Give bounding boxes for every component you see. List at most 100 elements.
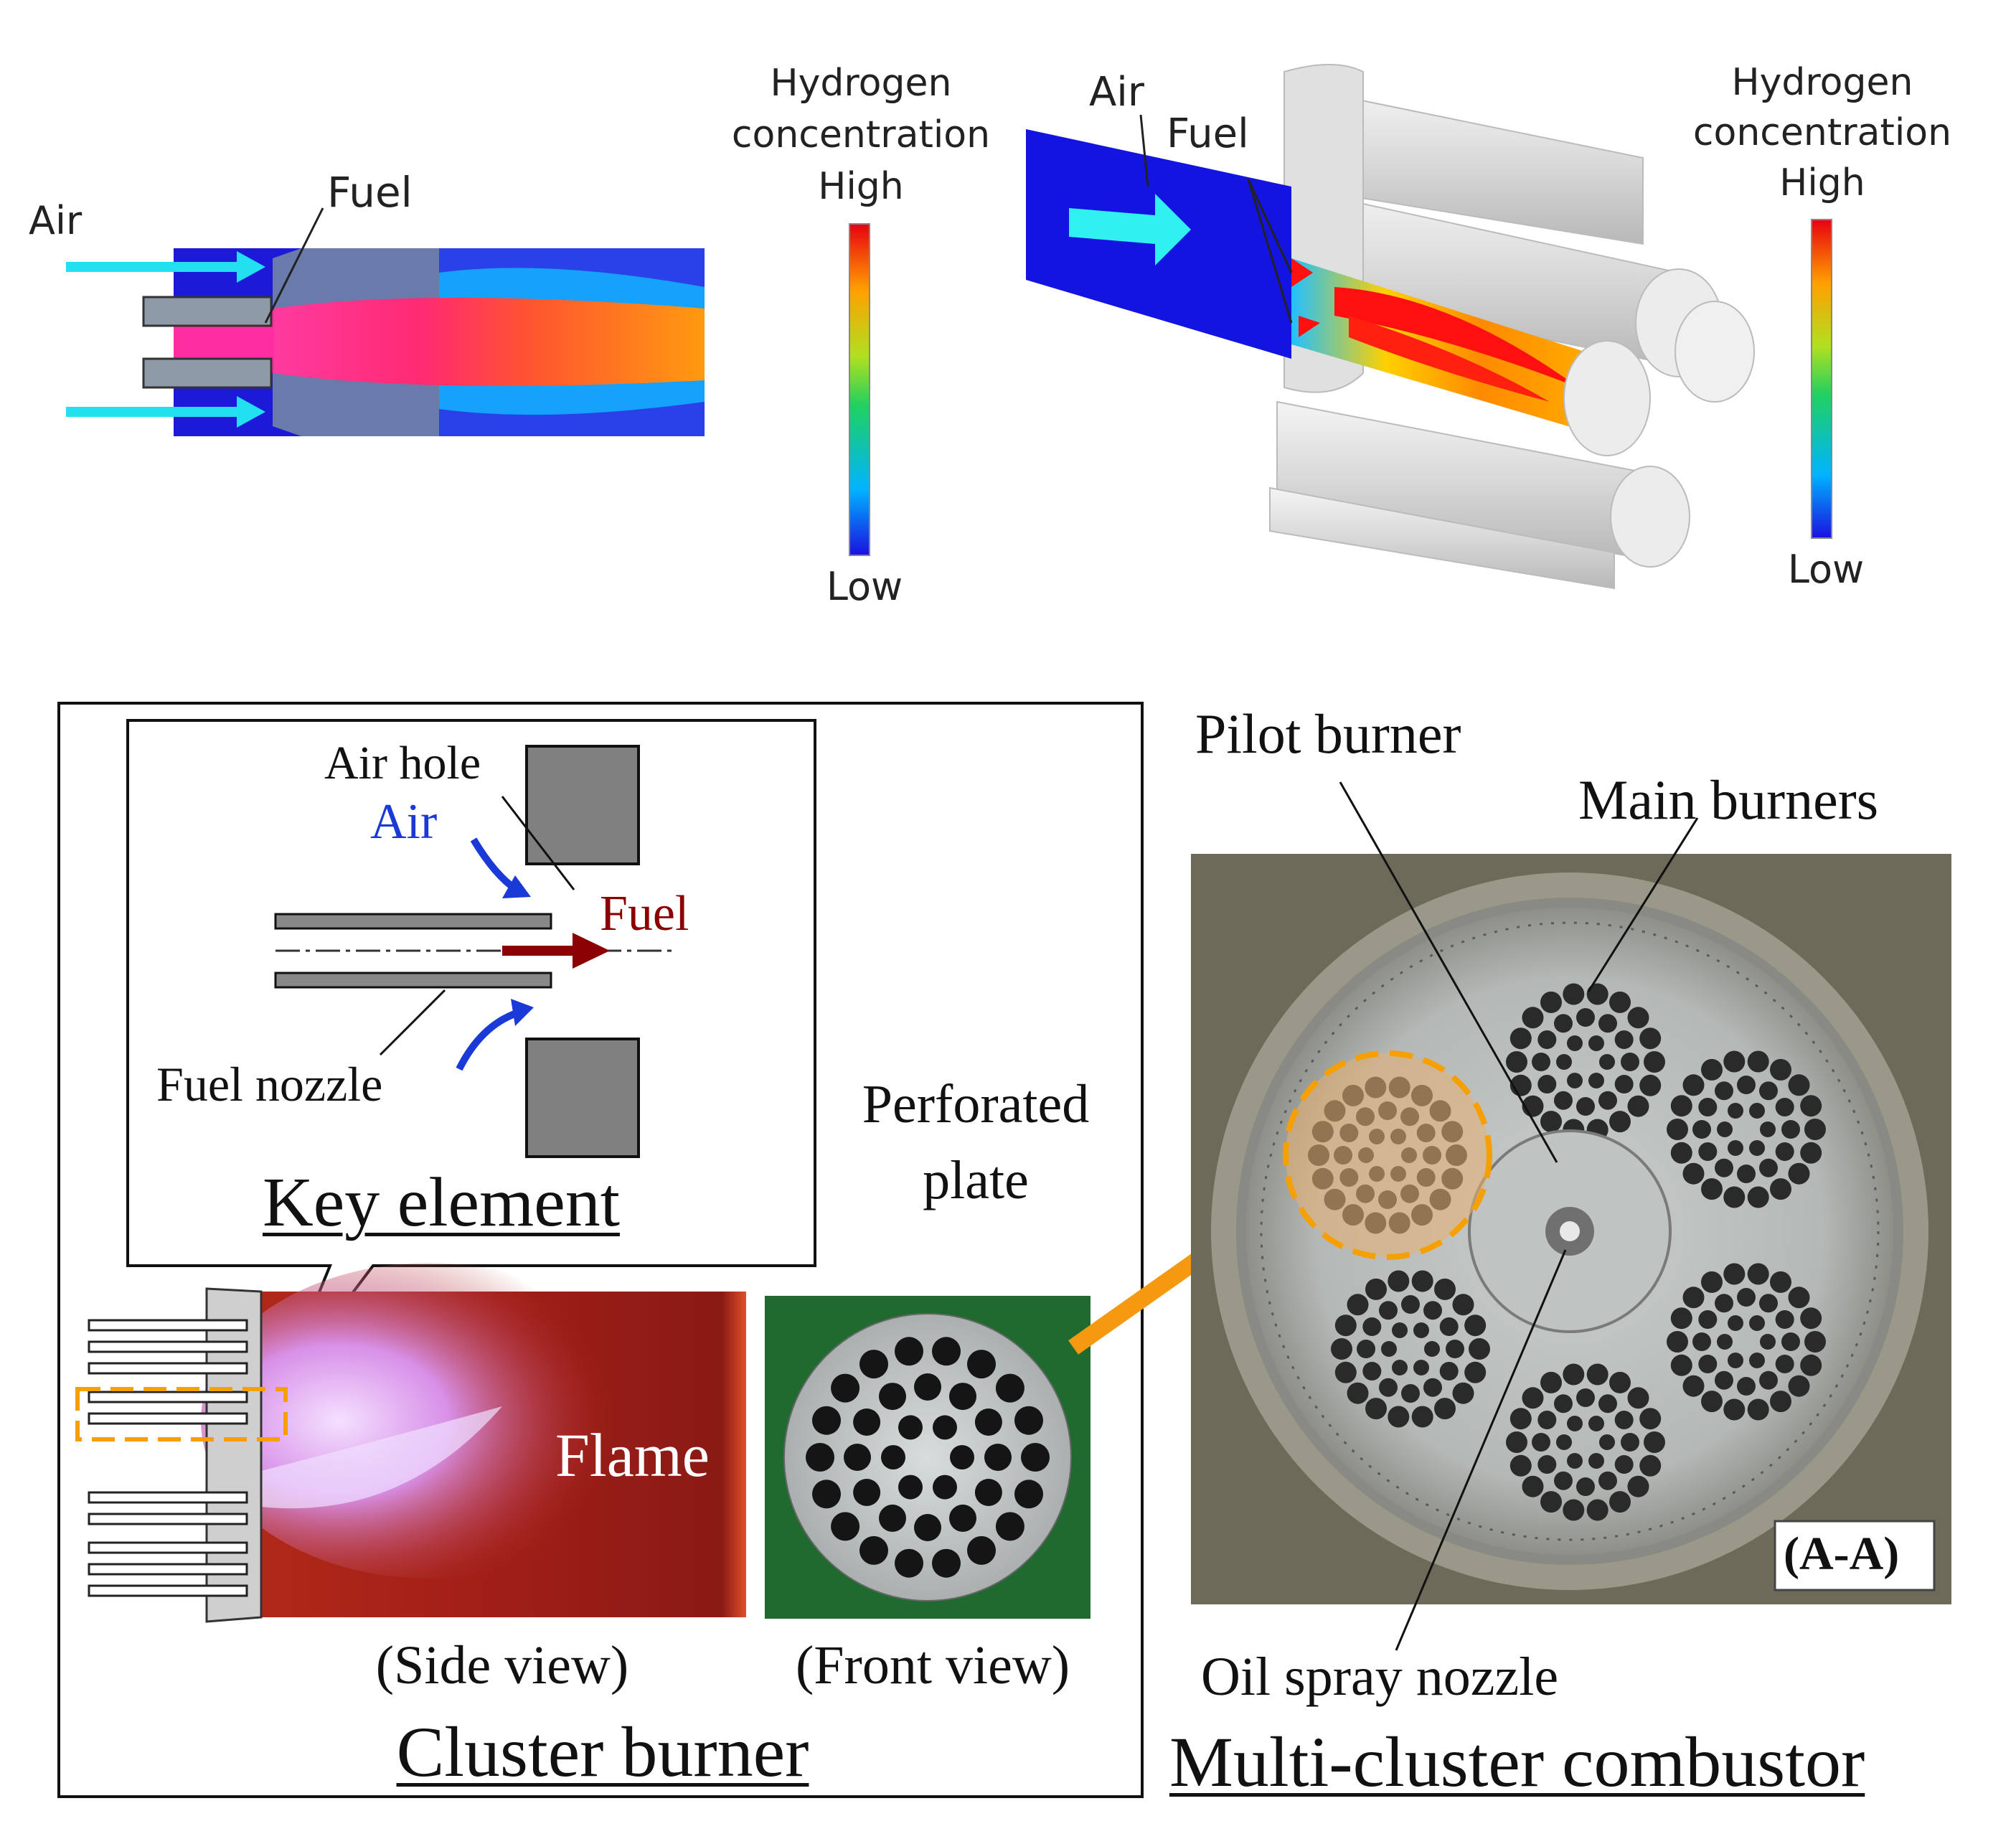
burner-hole [1598, 1014, 1617, 1033]
plate-hole [831, 1373, 860, 1403]
burner-hole [1554, 1091, 1573, 1110]
burner-hole [1737, 1076, 1756, 1094]
burner-hole [1759, 1081, 1778, 1101]
plate-hole [967, 1350, 996, 1379]
burner-hole [1588, 1453, 1604, 1469]
burner-hole [1770, 1391, 1791, 1413]
burner-hole [1388, 1406, 1410, 1428]
burner-hole [1747, 1263, 1769, 1285]
plate-hole [914, 1514, 941, 1541]
burner-hole [1627, 1475, 1649, 1497]
burner-hole [1723, 1186, 1746, 1208]
burner-hole [1532, 1053, 1550, 1071]
burner-hole [1554, 1471, 1573, 1490]
burner-hole [1670, 1354, 1692, 1376]
plate-hole [859, 1350, 888, 1379]
burner-hole [1381, 1341, 1397, 1357]
burner-hole [1556, 1054, 1572, 1070]
plate-hole [895, 1337, 923, 1366]
burner-hole [1434, 1398, 1456, 1420]
plate-hole [949, 1383, 976, 1411]
burner-hole [1532, 1433, 1550, 1452]
burner-hole [1439, 1362, 1459, 1381]
colorbar-right-title-line2: concentration [1692, 111, 1952, 154]
plate-hole [895, 1548, 923, 1578]
burner-hole [1749, 1103, 1765, 1119]
burner-hole [1540, 991, 1562, 1013]
plate-hole [933, 1415, 957, 1440]
burner-hole [1522, 1387, 1544, 1409]
burner-hole [1670, 1307, 1692, 1330]
burner-hole [1701, 1391, 1723, 1413]
burner-hole [1723, 1263, 1746, 1285]
burner-hole [1760, 1334, 1776, 1350]
burner-hole [1800, 1354, 1822, 1376]
burner-hole [1682, 1287, 1705, 1309]
plate-hole [932, 1337, 961, 1366]
plate-hole [853, 1479, 881, 1506]
burner-hole [1452, 1294, 1474, 1316]
burner-hole [1737, 1377, 1756, 1396]
key-air-label: Air [370, 794, 438, 850]
colorbar-left-low: Low [826, 564, 903, 609]
burner-hole [1644, 1431, 1665, 1453]
burner-hole [1715, 1370, 1733, 1390]
burner-hole [1411, 1270, 1433, 1292]
burner-hole [1715, 1081, 1733, 1101]
burner-hole [1717, 1121, 1733, 1137]
burner-hole [1749, 1315, 1765, 1331]
burner-hole [1682, 1162, 1705, 1185]
burner-hole [1715, 1294, 1733, 1313]
burner-hole [1698, 1355, 1718, 1373]
plate-hole [1021, 1443, 1050, 1472]
burner-hole [1621, 1053, 1639, 1071]
burner-hole [1362, 1317, 1382, 1336]
plate-hole [984, 1444, 1012, 1471]
burner-hole [1759, 1294, 1778, 1313]
burner-hole [1639, 1408, 1662, 1430]
burner-hole [1639, 1074, 1662, 1096]
cluster-burner-title: Cluster burner [396, 1712, 809, 1792]
burner-hole [1670, 1095, 1692, 1117]
burner-hole [1781, 1120, 1800, 1139]
burner-hole [1586, 1499, 1608, 1521]
plate-hole [932, 1548, 961, 1578]
side-view-label: (Side view) [375, 1635, 629, 1695]
burner-hole [1717, 1334, 1733, 1350]
burner-hole [1728, 1103, 1743, 1119]
burner-hole [1588, 1416, 1604, 1431]
burner-hole [1614, 1455, 1634, 1474]
burner-hole [1667, 1331, 1688, 1353]
burner-hole [1423, 1378, 1442, 1397]
cfd-cluster-burner [1026, 64, 1755, 590]
burner-hole [1556, 1434, 1572, 1450]
burner-hole [1728, 1353, 1743, 1368]
burner-hole [1392, 1322, 1408, 1338]
burner-hole [1698, 1310, 1718, 1329]
burner-hole [1749, 1353, 1765, 1368]
burner-hole [1747, 1050, 1769, 1073]
burner-hole [1464, 1361, 1487, 1383]
plate-hole [914, 1373, 941, 1401]
air-hole-label: Air hole [324, 737, 481, 789]
burner-hole [1747, 1186, 1769, 1208]
plate-hole [974, 1408, 1002, 1436]
burner-hole [1701, 1271, 1723, 1293]
burner-hole [1788, 1074, 1810, 1096]
plate-hole [881, 1445, 905, 1469]
plate-hole [831, 1512, 860, 1541]
plate-hole [898, 1415, 923, 1440]
burner-hole [1537, 1411, 1557, 1429]
burner-hole [1609, 1111, 1631, 1133]
colorbar-right-high: High [1779, 161, 1865, 204]
burner-hole [1452, 1382, 1474, 1404]
burner-hole [1747, 1398, 1769, 1421]
burner-hole [1804, 1331, 1826, 1353]
burner-hole [1537, 1455, 1557, 1474]
burner-hole [1639, 1454, 1662, 1477]
burner-hole [1509, 1027, 1532, 1050]
colorbar-right [1811, 219, 1832, 539]
burner-hole [1588, 1073, 1604, 1088]
cluster-burner-side-view [75, 1263, 746, 1623]
